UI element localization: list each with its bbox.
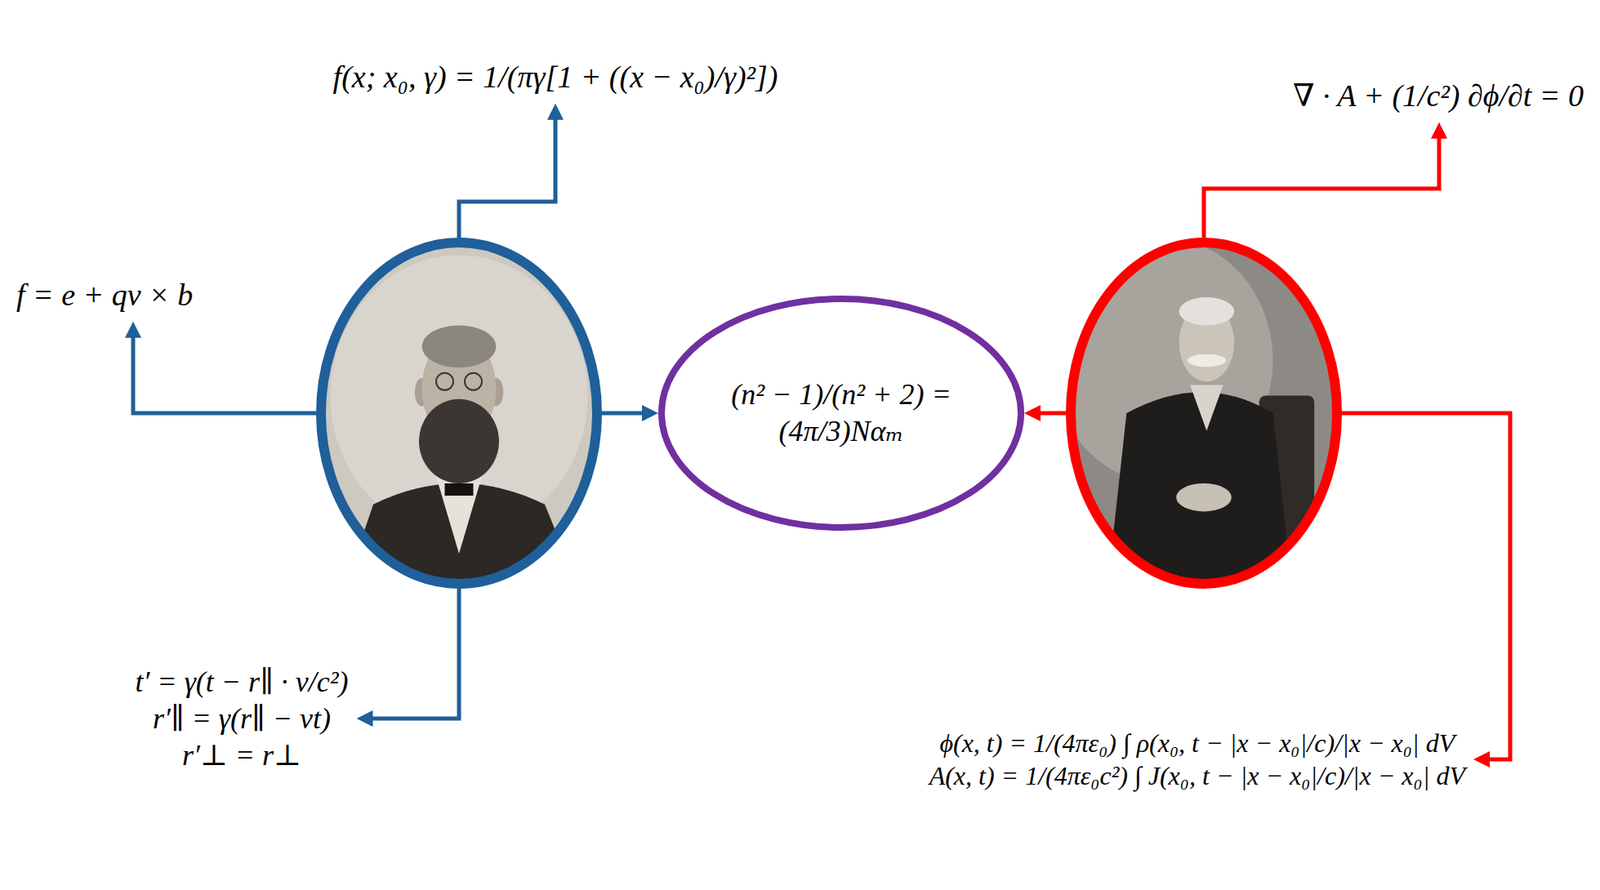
oval-outline [658, 295, 1025, 531]
connector-arrow [133, 326, 317, 414]
mustache [1187, 354, 1226, 367]
oval-border [661, 298, 1021, 528]
connector-arrow [601, 411, 654, 416]
photo-background [316, 237, 602, 589]
formula-text: ϕ(x, t) = 1/(4πε₀) ∫ ρ(x₀, t − |x − x₀|/… [929, 726, 1466, 760]
portrait-oval [316, 237, 602, 589]
connector-arrow [361, 588, 460, 719]
portrait-photo [316, 237, 602, 589]
photo-shade [330, 255, 589, 537]
connector-arrow [1203, 127, 1440, 238]
formula-label: t′ = γ(t − r∥ · v/c²)r′∥ = γ(r∥ − vt)r′⊥… [129, 660, 353, 778]
connector-arrow [1341, 413, 1511, 760]
formula-text: f(x; x₀, γ) = 1/(πγ[1 + ((x − x₀)/γ)²]) [333, 57, 779, 98]
formula-label: ϕ(x, t) = 1/(4πε₀) ∫ ρ(x₀, t − |x − x₀|/… [924, 723, 1471, 796]
connector-arrow [459, 108, 556, 238]
formula-text: A(x, t) = 1/(4πε₀c²) ∫ J(x₀, t − |x − x₀… [929, 759, 1466, 793]
portrait-frame [1065, 237, 1342, 589]
oval-border [1070, 242, 1338, 584]
portrait-oval [1065, 237, 1342, 589]
shirt [1189, 385, 1224, 432]
hair [422, 325, 497, 369]
formula-text: (n² − 1)/(n² + 2) = (4π/3)Nαₘ [686, 376, 997, 451]
formula-label: ∇ · A + (1/c²) ∂ϕ/∂t = 0 [1288, 73, 1589, 120]
glasses [436, 373, 454, 391]
formula-text: f = e + qv × b [16, 276, 193, 316]
shirt [436, 476, 482, 554]
mustache [439, 405, 480, 420]
formula-label: f(x; x₀, γ) = 1/(πγ[1 + ((x − x₀)/γ)²]) [328, 54, 784, 101]
oval-border [320, 242, 598, 584]
formula-oval: (n² − 1)/(n² + 2) = (4π/3)Nαₘ [658, 295, 1025, 531]
formula-text: r′∥ = γ(r∥ − vt) [134, 700, 348, 738]
portrait-frame [316, 237, 602, 589]
portrait-photo [1051, 237, 1342, 589]
connector-arrow [1029, 411, 1066, 416]
formula-text: ∇ · A + (1/c²) ∂ϕ/∂t = 0 [1292, 76, 1584, 116]
hair [1179, 297, 1235, 326]
formula-text: r′⊥ = r⊥ [134, 737, 348, 775]
bow-tie [445, 483, 474, 496]
glasses [464, 373, 482, 391]
beard [418, 399, 500, 484]
hands [1176, 483, 1232, 512]
formula-text: t′ = γ(t − r∥ · v/c²) [134, 664, 348, 701]
formula-label: f = e + qv × b [11, 272, 198, 319]
